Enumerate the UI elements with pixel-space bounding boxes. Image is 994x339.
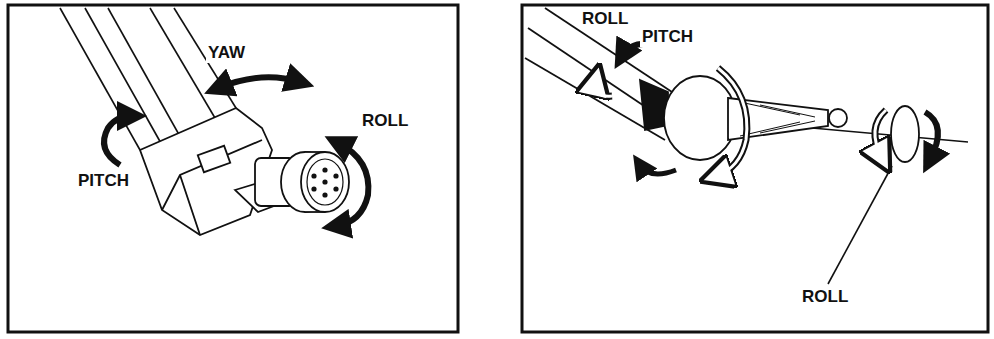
panel-frame (8, 5, 458, 332)
motion-label: ROLL (360, 112, 410, 131)
motion-arrow (104, 77, 368, 226)
wrist-body (140, 108, 295, 235)
motion-arrow (595, 44, 938, 176)
motion-label: PITCH (640, 28, 695, 47)
motion-label: ROLL (580, 10, 630, 29)
motion-label: YAW (206, 44, 247, 63)
leader-line (828, 166, 892, 284)
panel-frame (522, 5, 988, 332)
motion-label: PITCH (76, 172, 131, 191)
motion-label: ROLL (800, 288, 850, 307)
connector-cylinder (281, 152, 349, 212)
wrist-sphere (664, 76, 968, 162)
